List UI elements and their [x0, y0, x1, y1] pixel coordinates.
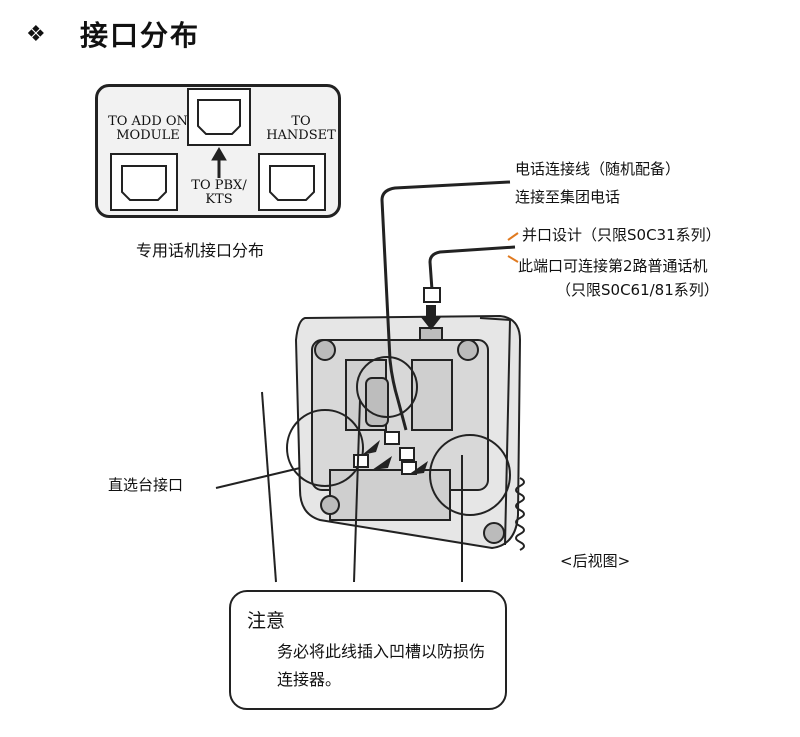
diamond-bullet-icon: ❖ [26, 21, 46, 47]
second-line-cord [428, 245, 516, 291]
telephone-rear-body [294, 314, 522, 550]
jack-socket-add-on-module [110, 153, 178, 211]
cord-label-line2: 连接至集团电话 [515, 188, 621, 206]
section-heading: ❖ 接口分布 [26, 14, 200, 54]
parallel-label-line2: 此端口可连接第2路普通话机 [518, 257, 708, 275]
jack-socket-handset [258, 153, 326, 211]
orange-tick-icon [507, 232, 519, 263]
dss-port-label: 直选台接口 [108, 476, 184, 494]
coiled-handset-cord [515, 477, 525, 551]
cord-plug [423, 287, 441, 303]
jack-socket-pbx-kts [187, 88, 251, 146]
line-cord [380, 180, 511, 431]
arrow-down-icon [420, 305, 442, 330]
jack-label-add-on-module: TO ADD ON MODULE [108, 114, 188, 143]
arrow-up-icon [211, 147, 227, 178]
note-title: 注意 [247, 610, 286, 632]
pointer-lines [215, 391, 463, 583]
note-body: 务必将此线插入凹槽以防损伤连接器。 [277, 642, 486, 689]
jack-label-pbx-kts: TO PBX/ KTS [191, 178, 247, 207]
note-box: 注意 务必将此线插入凹槽以防损伤连接器。 [229, 590, 507, 710]
connector-arrows [362, 440, 428, 475]
parallel-label-line1: 并口设计（只限S0C31系列） [522, 226, 721, 244]
rear-view-label: <后视图> [560, 552, 631, 570]
jack-label-handset: TO HANDSET [266, 114, 336, 143]
parallel-label-line3: （只限S0C61/81系列） [556, 281, 719, 299]
section-title: 接口分布 [80, 19, 201, 52]
cord-label-line1: 电话连接线（随机配备） [515, 160, 681, 178]
connector-highlight-circles [286, 356, 511, 516]
panel-caption: 专用话机接口分布 [136, 241, 265, 260]
